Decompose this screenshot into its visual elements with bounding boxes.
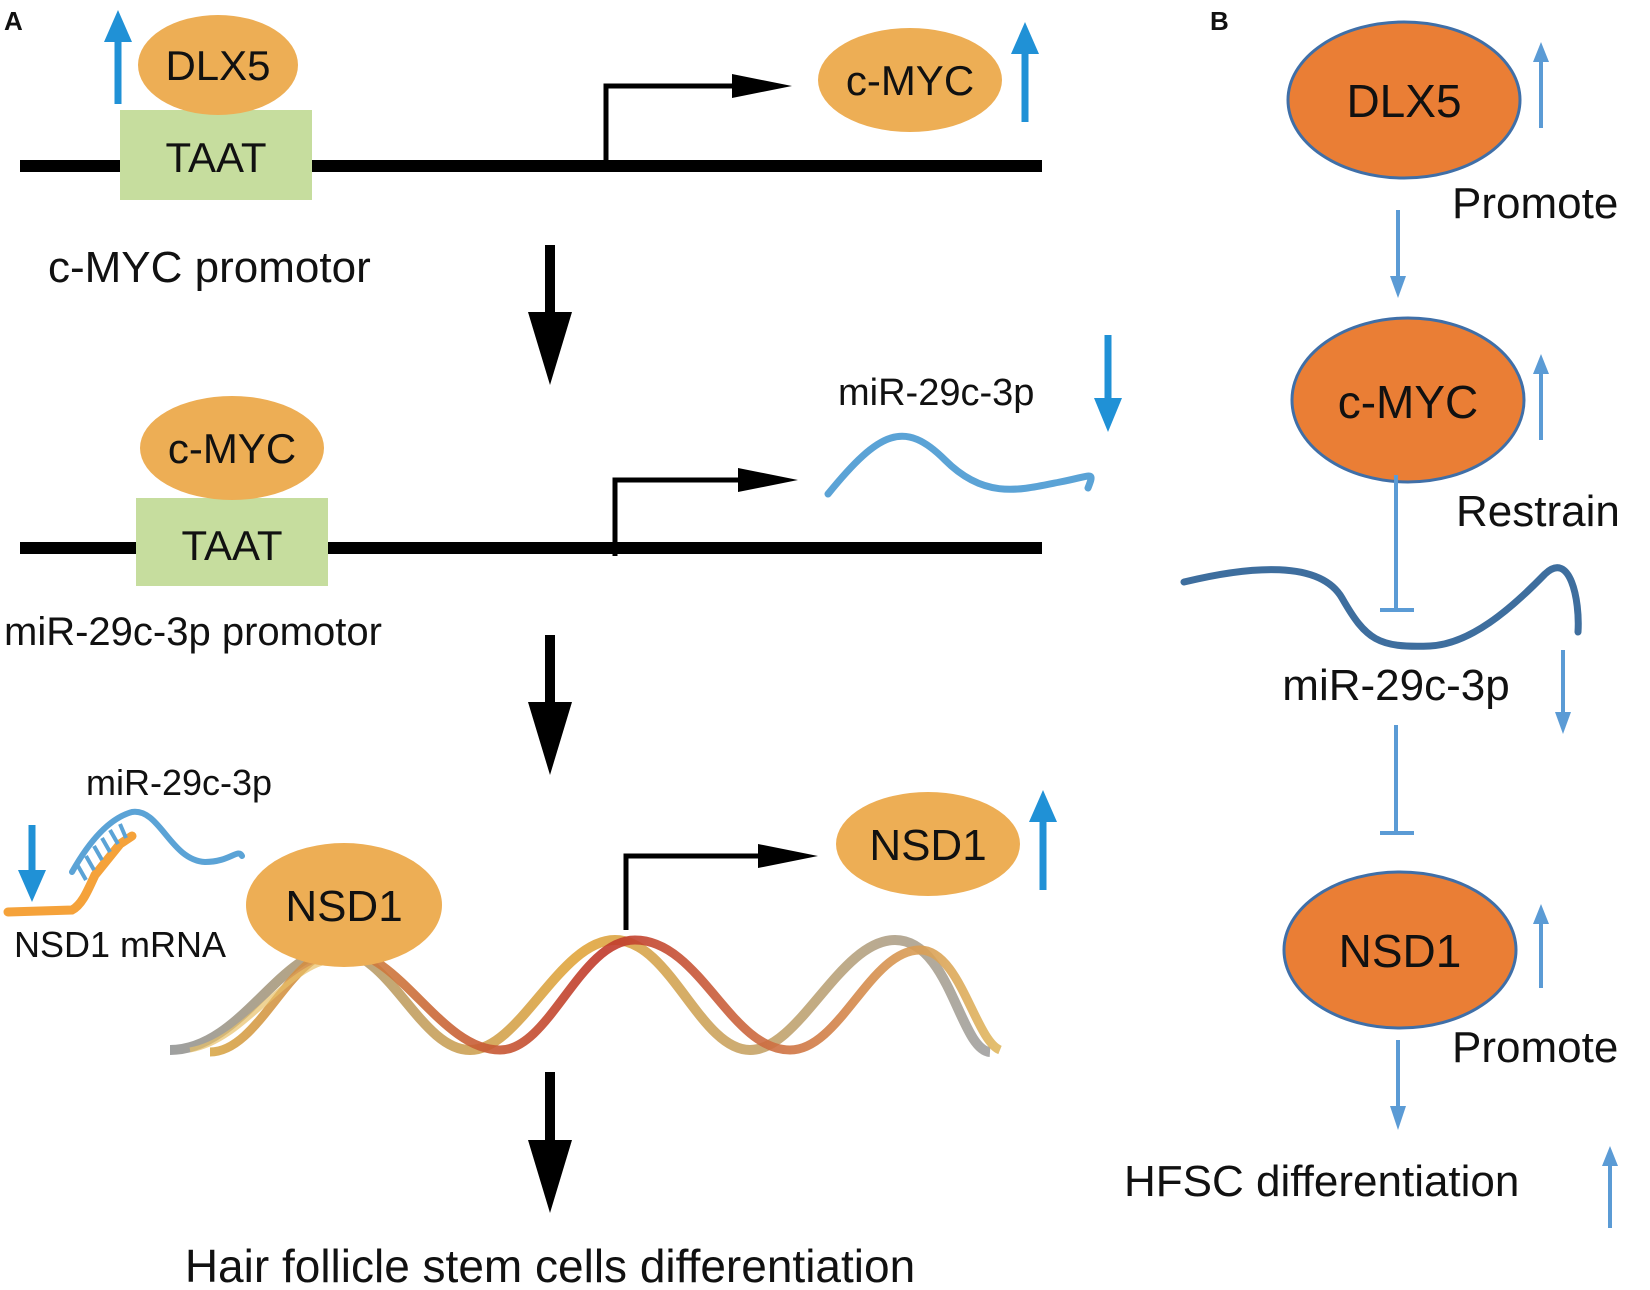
- row3-mrna-label: NSD1 mRNA: [14, 924, 226, 965]
- row1-cmyc-ellipse: [818, 28, 1002, 132]
- up-arrow-icon: [1602, 1146, 1618, 1228]
- inhibition-bar-icon: [1380, 475, 1414, 612]
- b-edge2-label: Restrain: [1456, 487, 1620, 536]
- up-arrow-icon: [104, 10, 132, 104]
- row1-promoter-label: c-MYC promotor: [48, 243, 371, 292]
- b-nsd1-label: NSD1: [1339, 925, 1462, 977]
- row2-mirna-label: miR-29c-3p: [838, 372, 1034, 414]
- up-arrow-icon: [1533, 904, 1549, 988]
- b-cmyc-label: c-MYC: [1338, 376, 1479, 428]
- row3-group: miR-29c-3p NSD1 mRNA NSD1: [3, 762, 1057, 1057]
- down-arrow-icon: [18, 825, 46, 902]
- row3-nsd1-product-label: NSD1: [869, 821, 986, 870]
- b-cmyc-ellipse: [1290, 316, 1526, 484]
- b-outcome-label: HFSC differentiation: [1124, 1157, 1519, 1206]
- row1-dlx5-ellipse: [138, 15, 298, 115]
- b-mirna-strand-shape: [1180, 564, 1582, 650]
- row3-nsd1-label: NSD1: [285, 882, 402, 931]
- b-dlx5-ellipse: [1286, 20, 1522, 180]
- b-nsd1-ellipse: [1282, 870, 1518, 1030]
- down-arrow-icon: [1555, 650, 1571, 734]
- row1-dlx5-label: DLX5: [165, 42, 270, 89]
- down-arrow-icon: [528, 245, 572, 385]
- transcription-start-arrow-icon: [612, 468, 798, 556]
- panel-a-label: A: [4, 6, 23, 36]
- row2-taat-box: [136, 498, 328, 586]
- row3-nsd1-ellipse: [246, 843, 442, 967]
- mirna-strand-shape: [824, 432, 1095, 498]
- down-arrow-icon: [1390, 210, 1406, 298]
- b-mirna-label: miR-29c-3p: [1282, 661, 1509, 710]
- row1-cmyc-label: c-MYC: [846, 57, 974, 104]
- down-arrow-icon: [1094, 335, 1122, 432]
- row3-mirna-label: miR-29c-3p: [86, 762, 272, 803]
- row3-nsd1-product-ellipse: [836, 792, 1020, 896]
- b-edge1-label: Promote: [1452, 179, 1618, 228]
- panel-a-outcome-label: Hair follicle stem cells differentiation: [185, 1240, 915, 1290]
- row1-taat-label: TAAT: [165, 134, 266, 181]
- transcription-start-arrow-icon: [603, 74, 792, 160]
- b-dlx5-label: DLX5: [1346, 75, 1461, 127]
- up-arrow-icon: [1533, 354, 1549, 440]
- up-arrow-icon: [1011, 22, 1039, 122]
- row2-cmyc-ellipse: [140, 396, 324, 500]
- down-arrow-icon: [528, 635, 572, 775]
- row2-promoter-label: miR-29c-3p promotor: [4, 610, 382, 654]
- row2-group: TAAT c-MYC miR-29c-3p miR-29c-3p promoto…: [4, 335, 1122, 654]
- inhibition-bar-icon: [1380, 725, 1414, 835]
- row2-cmyc-label: c-MYC: [168, 425, 296, 472]
- row1-group: TAAT DLX5 c-MYC c-MYC promotor: [20, 10, 1042, 292]
- up-arrow-icon: [1533, 42, 1549, 128]
- transcription-start-arrow-icon: [623, 844, 818, 930]
- up-arrow-icon: [1029, 790, 1057, 890]
- row2-taat-label: TAAT: [181, 522, 282, 569]
- b-edge3-label: Promote: [1452, 1023, 1618, 1072]
- mirna-mrna-duplex-shape: [3, 808, 245, 917]
- panel-b-label: B: [1210, 6, 1229, 36]
- down-arrow-icon: [1390, 1040, 1406, 1130]
- down-arrow-icon: [528, 1072, 572, 1213]
- row1-taat-box: [120, 110, 312, 200]
